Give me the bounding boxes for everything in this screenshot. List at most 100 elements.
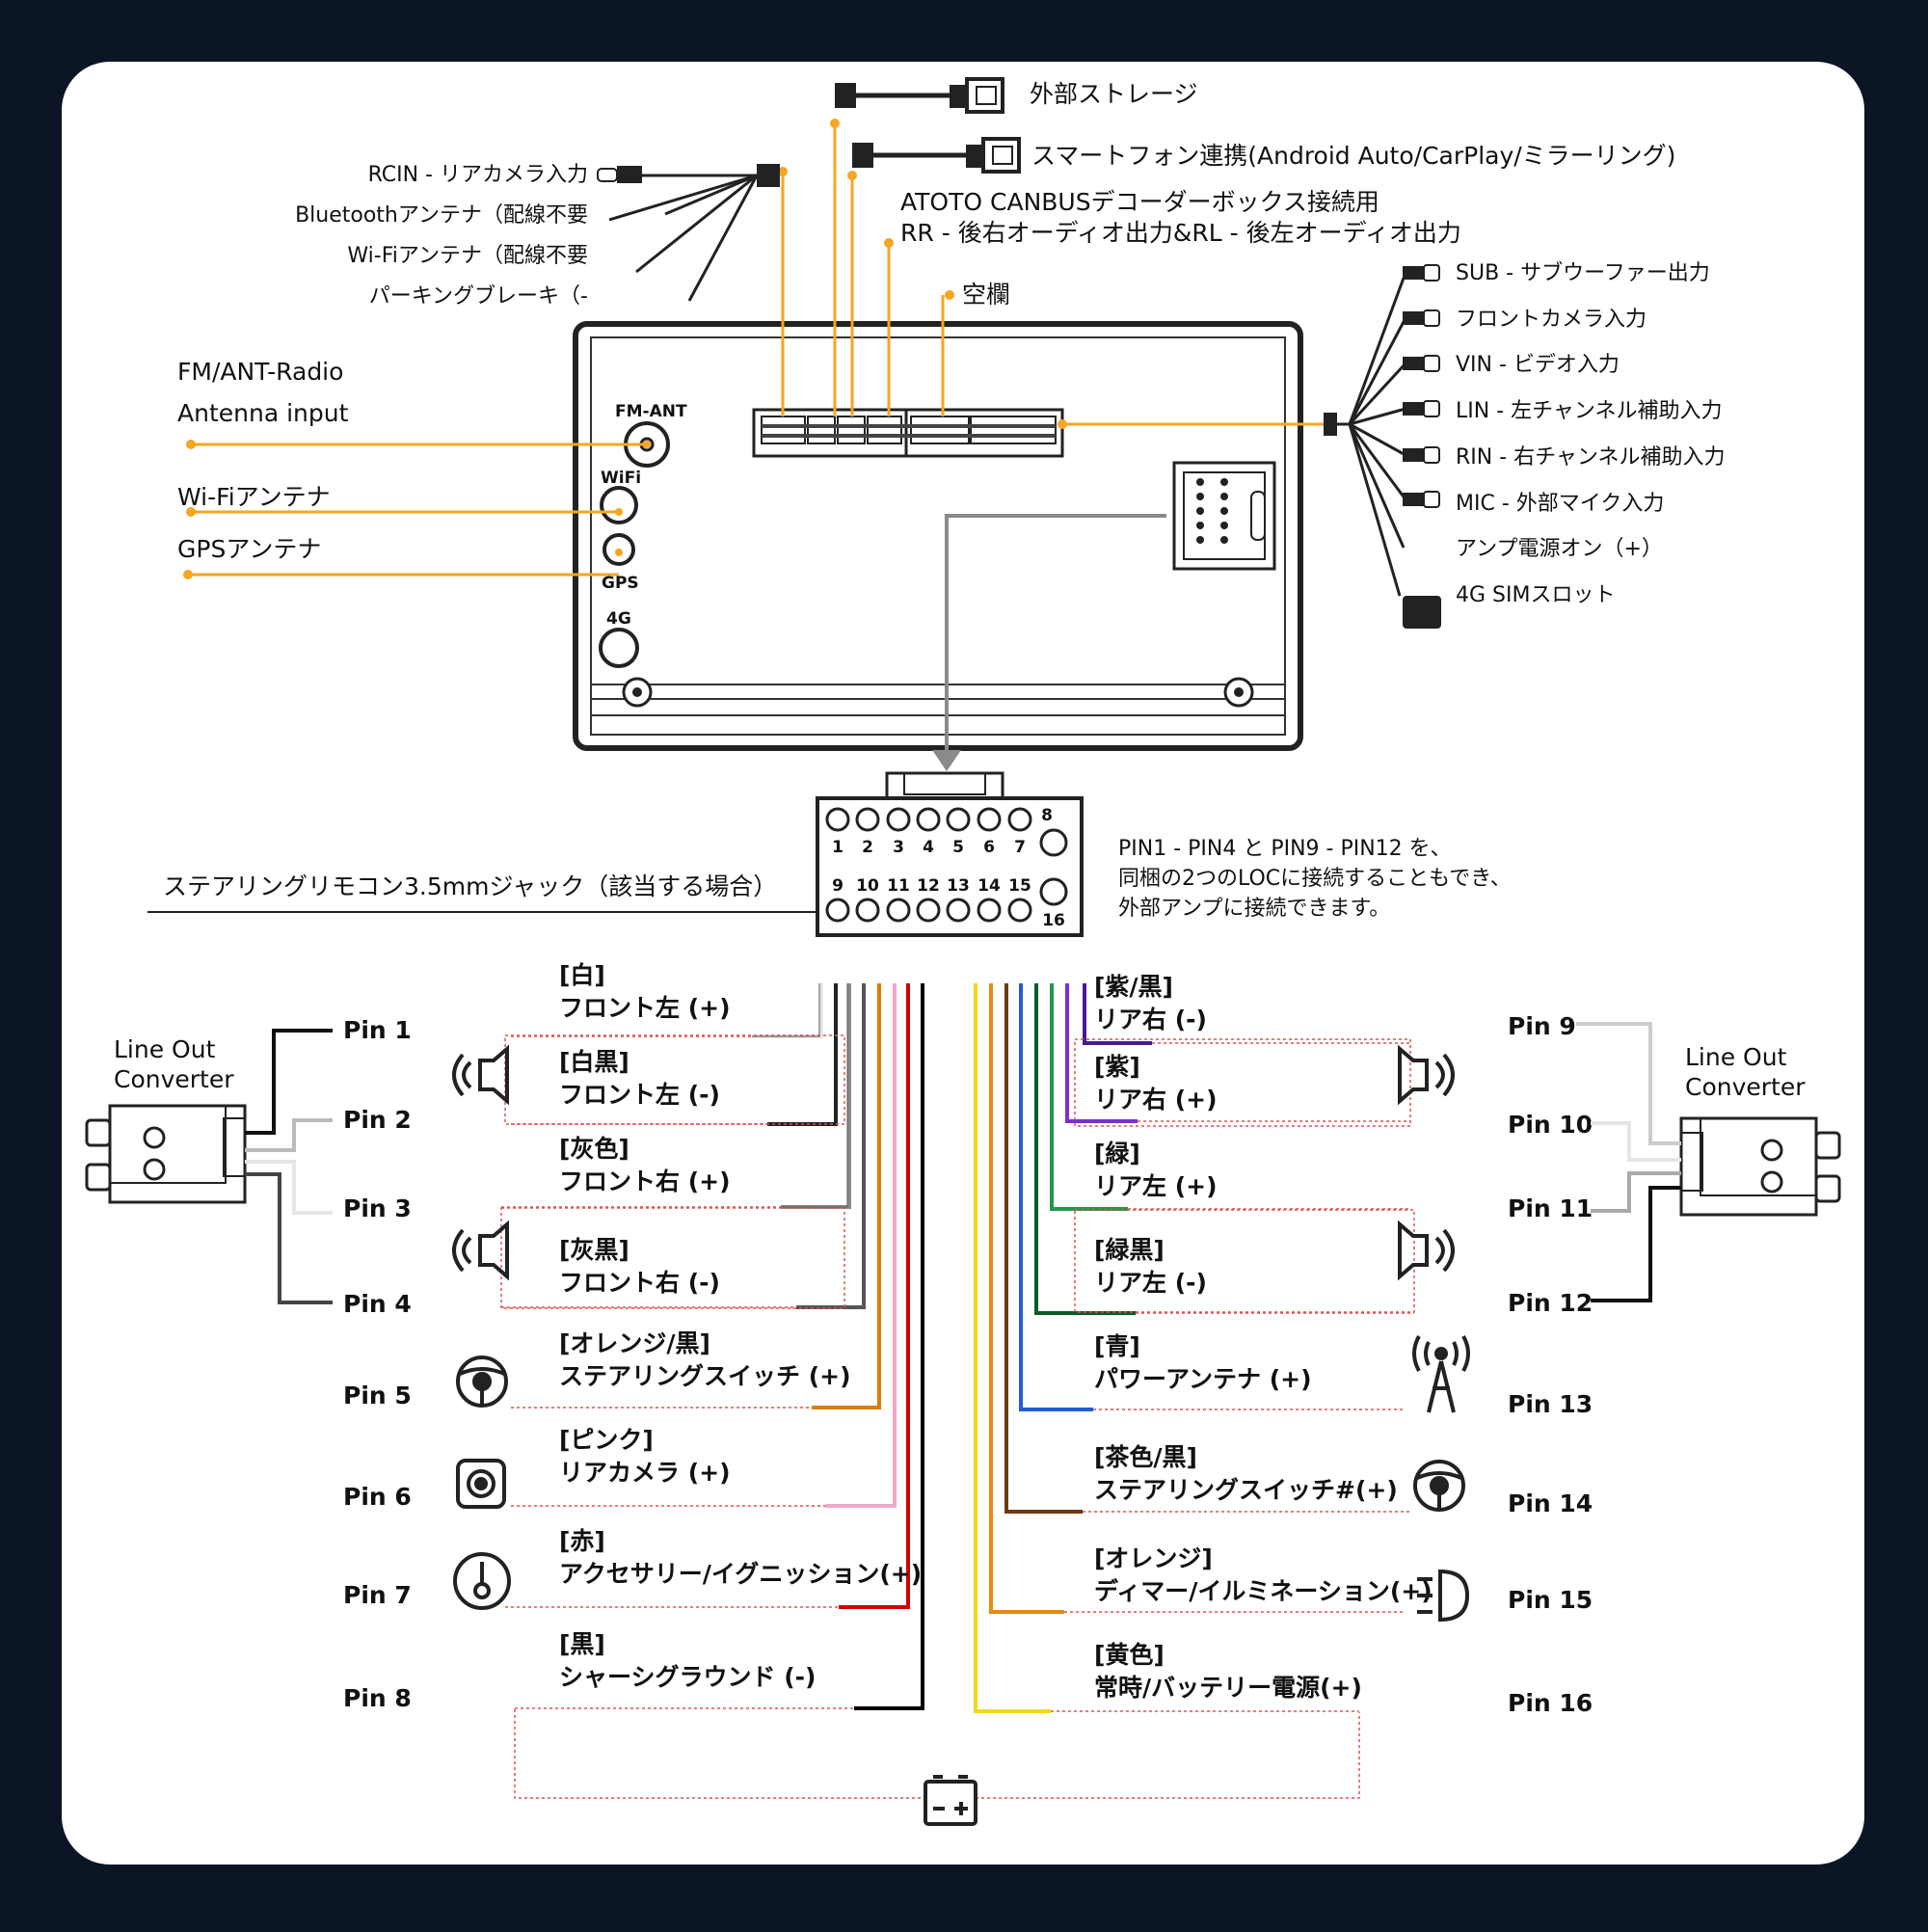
pin-label-right: Pin 14	[1508, 1489, 1593, 1517]
wire-function: リア右 (-)	[1094, 1006, 1207, 1033]
line-out-left-wires	[245, 1029, 333, 1304]
pin-number: 12	[917, 876, 940, 896]
wire-function: フロント右 (-)	[559, 1269, 720, 1297]
line-out-left-1: Line Out	[114, 1035, 216, 1063]
wire-function: 常時/バッテリー電源(+)	[1094, 1674, 1362, 1702]
right-harness-plug	[1324, 413, 1337, 436]
pin-label-right: Pin 9	[1508, 1012, 1576, 1040]
line-out-left-2: Converter	[114, 1065, 234, 1093]
wifi-port-label: WiFi	[601, 469, 641, 488]
wire-right	[1083, 983, 1152, 1045]
amp-on-label: アンプ電源オン（+）	[1456, 537, 1663, 561]
usb-cable-storage	[835, 77, 1004, 114]
pin-hole	[886, 807, 911, 832]
wire-function: ステアリングスイッチ#(+)	[1094, 1476, 1398, 1504]
diagram-panel	[62, 62, 1864, 1865]
pin-hole	[977, 807, 1002, 832]
pin-number: 9	[832, 876, 844, 896]
canbus-label: ATOTO CANBUSデコーダーボックス接続用	[900, 188, 1379, 216]
line-out-converter-left	[85, 1104, 247, 1204]
wire-color-name: [灰黒]	[559, 1236, 629, 1264]
pin-number: 3	[893, 838, 904, 857]
wire-color-name: [赤]	[559, 1527, 605, 1555]
wire-color-name: [灰色]	[559, 1135, 629, 1163]
steering-wheel-icon	[456, 1355, 508, 1408]
wire-right	[1019, 983, 1093, 1411]
wire-color-name: [黒]	[559, 1630, 605, 1658]
steering-jack-label: ステアリングリモコン3.5mmジャック（該当する場合）	[163, 872, 777, 900]
rca-plug-icon	[617, 166, 642, 183]
wire-color-name: [オレンジ]	[1094, 1544, 1213, 1572]
wire-left	[839, 983, 910, 1609]
sim-slot-icon	[1403, 596, 1441, 629]
front-camera-label: フロントカメラ入力	[1456, 308, 1647, 332]
icons	[452, 1044, 1470, 1826]
pin-number: 4	[923, 838, 934, 857]
pin-hole	[977, 898, 1002, 923]
wire-right	[1034, 983, 1136, 1315]
pin-hole	[1039, 828, 1068, 857]
pin-number: 1	[832, 838, 844, 857]
wire-function: ディマー/イルミネーション(+)	[1094, 1577, 1433, 1605]
pin-label-left: Pin 7	[343, 1581, 412, 1609]
headlight-icon	[1417, 1569, 1470, 1623]
wire-function: リアカメラ (+)	[559, 1459, 731, 1487]
pin-hole	[946, 898, 971, 923]
wire-color-name: [紫]	[1094, 1053, 1140, 1081]
pin-label-left: Pin 6	[343, 1483, 412, 1511]
pin-number: 11	[887, 876, 910, 896]
note-line-3: 外部アンプに接続できます。	[1118, 897, 1390, 921]
blank-label: 空欄	[962, 281, 1010, 309]
rin-label: RIN - 右チャンネル補助入力	[1456, 445, 1726, 470]
mic-label: MIC - 外部マイク入力	[1456, 492, 1664, 516]
line-out-right-1: Line Out	[1685, 1043, 1787, 1071]
pin-label-right: Pin 10	[1508, 1111, 1593, 1139]
pin-label-right: Pin 16	[1508, 1689, 1593, 1717]
pin-number: 6	[983, 838, 995, 857]
pin-number: 5	[952, 838, 964, 857]
wire-right	[974, 983, 1051, 1713]
wire-color-name: [ピンク]	[559, 1426, 654, 1454]
rca-plug-icon	[1403, 266, 1424, 280]
pin-label-right: Pin 13	[1508, 1390, 1593, 1418]
pin-hole	[825, 807, 850, 832]
pin-label-left: Pin 2	[343, 1106, 412, 1134]
wire-color-name: [紫/黒]	[1094, 973, 1173, 1001]
pin-number: 2	[862, 838, 873, 857]
socket-to-connector-line	[945, 514, 1166, 752]
wire-color-name: [緑]	[1094, 1140, 1140, 1167]
pin-number: 14	[977, 876, 1001, 896]
vin-label: VIN - ビデオ入力	[1456, 353, 1620, 377]
pin-label-left: Pin 1	[343, 1016, 412, 1044]
pin-number: 13	[947, 876, 970, 896]
pin-label-left: Pin 3	[343, 1194, 412, 1222]
gps-port-label: GPS	[602, 574, 639, 593]
wire-left	[812, 983, 881, 1409]
wire-outline	[781, 983, 848, 1208]
wire-function: ステアリングスイッチ (+)	[559, 1362, 851, 1390]
wire-color-name: [緑黒]	[1094, 1236, 1165, 1264]
pin-hole	[946, 807, 971, 832]
smartphone-label: スマートフォン連携(Android Auto/CarPlay/ミラーリング)	[1031, 142, 1675, 170]
lin-label: LIN - 左チャンネル補助入力	[1456, 399, 1722, 423]
pin-number: 16	[1042, 911, 1065, 930]
fm-antenna-label-2: Antenna input	[177, 399, 349, 427]
connector-leaders	[781, 123, 945, 416]
wire-function: リア左 (+)	[1094, 1172, 1218, 1200]
speaker-icon	[452, 1220, 509, 1281]
rca-plugs-right	[1403, 264, 1441, 629]
wire-function: フロント左 (-)	[559, 1081, 720, 1109]
wire-function: フロント右 (+)	[559, 1167, 731, 1195]
iso-socket	[1172, 461, 1276, 571]
wire-function: リア右 (+)	[1094, 1086, 1218, 1114]
wire-right	[989, 983, 1064, 1614]
wire-function: フロント左 (+)	[559, 994, 731, 1022]
rca-plug-icon	[1403, 448, 1424, 462]
g4-jack	[599, 628, 639, 668]
fm-ant-port-label: FM-ANT	[615, 402, 687, 421]
socket-arrow	[932, 750, 961, 771]
rcin-label: RCIN - リアカメラ入力	[368, 163, 588, 187]
